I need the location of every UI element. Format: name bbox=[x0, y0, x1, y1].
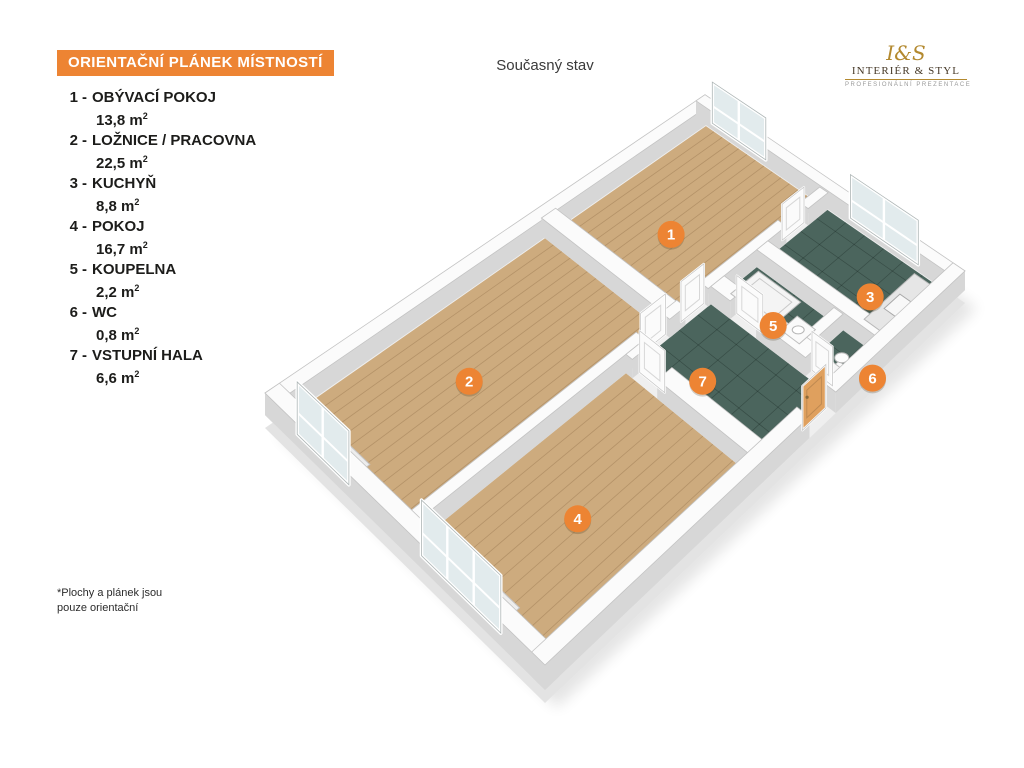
logo-tagline: PROFESIONÁLNÍ PREZENTACE bbox=[845, 82, 972, 88]
legend-item-3: 3-KUCHYŇ 8,8 m2 bbox=[57, 174, 256, 216]
room-badge-6: 6 bbox=[859, 364, 886, 394]
wall-mid-a bbox=[409, 331, 646, 541]
window-room1 bbox=[710, 80, 768, 162]
legend-room-area: 16,7 m2 bbox=[96, 240, 148, 258]
legend-room-area: 2,2 m2 bbox=[96, 283, 140, 301]
legend-item-1: 1-OBÝVACÍ POKOJ 13,8 m2 bbox=[57, 88, 256, 130]
toilet-bowl bbox=[834, 352, 850, 364]
legend-room-area: 22,5 m2 bbox=[96, 154, 148, 172]
legend-room-name: 7-VSTUPNÍ HALA bbox=[69, 347, 203, 364]
window-kitchen bbox=[848, 172, 921, 267]
disclaimer-line-2: pouze orientační bbox=[57, 602, 139, 614]
legend-room-area: 0,8 m2 bbox=[96, 326, 140, 344]
window-room2 bbox=[295, 380, 351, 487]
legend-item-5: 5-KOUPELNA 2,2 m2 bbox=[57, 260, 256, 302]
legend-item-4: 4-POKOJ 16,7 m2 bbox=[57, 217, 256, 259]
wall-ext-back bbox=[264, 94, 716, 426]
legend-room-name: 3-KUCHYŇ bbox=[69, 175, 157, 192]
svg-text:4: 4 bbox=[574, 511, 583, 528]
room-legend: 1-OBÝVACÍ POKOJ 13,8 m2 2-LOŽNICE / PRAC… bbox=[57, 88, 257, 389]
room-badge-4: 4 bbox=[564, 505, 592, 535]
svg-text:7: 7 bbox=[699, 374, 707, 391]
svg-text:3: 3 bbox=[866, 289, 874, 306]
disclaimer-note: *Plochy a plánek jsou pouze orientační bbox=[57, 586, 162, 616]
legend-item-6: 6-WC 0,8 m2 bbox=[57, 303, 256, 345]
legend-room-name: 6-WC bbox=[69, 304, 117, 321]
legend-room-name: 5-KOUPELNA bbox=[69, 261, 177, 278]
washbasin-bowl bbox=[791, 325, 805, 335]
page-title: ORIENTAČNÍ PLÁNEK MÍSTNOSTÍ bbox=[68, 54, 323, 71]
legend-room-name: 1-OBÝVACÍ POKOJ bbox=[69, 89, 216, 106]
svg-text:2: 2 bbox=[465, 374, 473, 391]
legend-room-area: 13,8 m2 bbox=[96, 111, 148, 129]
legend-item-2: 2-LOŽNICE / PRACOVNA 22,5 m2 bbox=[57, 131, 257, 173]
room-badge-2: 2 bbox=[455, 367, 483, 397]
logo-monogram: I&S bbox=[886, 41, 926, 65]
window-room4 bbox=[419, 498, 503, 635]
legend-room-area: 8,8 m2 bbox=[96, 197, 140, 215]
door-room4 bbox=[638, 329, 666, 394]
legend-room-area: 6,6 m2 bbox=[96, 369, 140, 387]
svg-text:1: 1 bbox=[667, 227, 675, 244]
wall-bath-kitchen bbox=[756, 240, 887, 354]
disclaimer-line-1: *Plochy a plánek jsou bbox=[57, 587, 163, 599]
entrance-door bbox=[801, 363, 828, 432]
door-kitchen bbox=[780, 186, 806, 242]
room-badge-1: 1 bbox=[657, 220, 685, 250]
svg-text:6: 6 bbox=[868, 370, 876, 387]
company-logo: I&S INTERIÉR & STYL PROFESIONÁLNÍ PREZEN… bbox=[845, 41, 972, 88]
legend-room-name: 4-POKOJ bbox=[69, 218, 145, 235]
title-banner: ORIENTAČNÍ PLÁNEK MÍSTNOSTÍ bbox=[57, 50, 334, 76]
door-room1 bbox=[679, 262, 706, 323]
wall-ext-front-a bbox=[531, 406, 811, 690]
room-badge-7: 7 bbox=[689, 367, 717, 397]
svg-text:5: 5 bbox=[769, 318, 777, 335]
legend-item-7: 7-VSTUPNÍ HALA 6,6 m2 bbox=[57, 346, 256, 388]
room-badge-3: 3 bbox=[856, 283, 884, 313]
room-badge-5: 5 bbox=[759, 312, 787, 341]
plan-state-label: Současný stav bbox=[496, 57, 594, 74]
door-bath bbox=[735, 274, 764, 335]
logo-company-name: INTERIÉR & STYL bbox=[845, 65, 967, 80]
legend-room-name: 2-LOŽNICE / PRACOVNA bbox=[69, 132, 257, 149]
